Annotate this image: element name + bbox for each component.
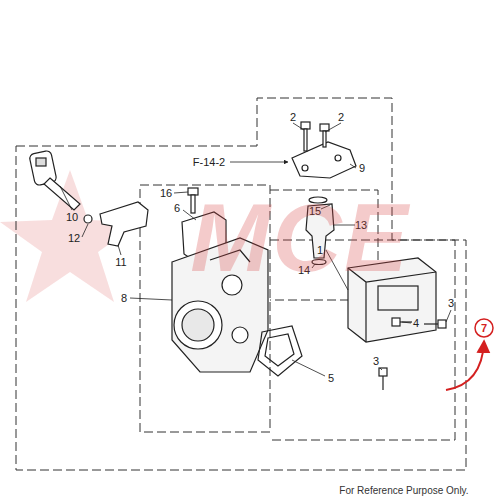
callout-circle [475,319,493,337]
callout-number: 9 [359,163,365,174]
watermark: MCE [190,190,409,286]
callout-number: 6 [174,203,180,214]
reference-tag: F-14-2 [193,157,225,168]
callout-number: 7 [481,323,487,334]
sensor-part [29,150,80,210]
bracket-part [100,202,148,246]
callout-number: 4 [413,318,419,329]
callout-number: 2 [290,112,296,123]
callout-number: 3 [373,356,379,367]
group-outline [16,98,466,470]
screw-part [379,318,446,390]
callout-number: 11 [115,257,126,268]
leader-lines [60,123,451,376]
gasket-part [258,326,302,376]
callout-arrow [446,342,484,390]
outer-outline [16,98,466,470]
callout-number: 5 [328,373,334,384]
disclaimer-note: For Reference Purpose Only. [339,486,468,496]
nut-part [84,215,92,223]
callout-number: 2 [338,112,344,123]
bolt-part [301,122,329,151]
gasket-part [265,334,294,366]
callout-number: 12 [68,233,80,244]
callout-number: 3 [448,298,454,309]
callout-number: 10 [66,212,78,223]
callout-number: 16 [160,188,172,199]
callout-number: 8 [121,293,127,304]
parts [29,122,446,390]
